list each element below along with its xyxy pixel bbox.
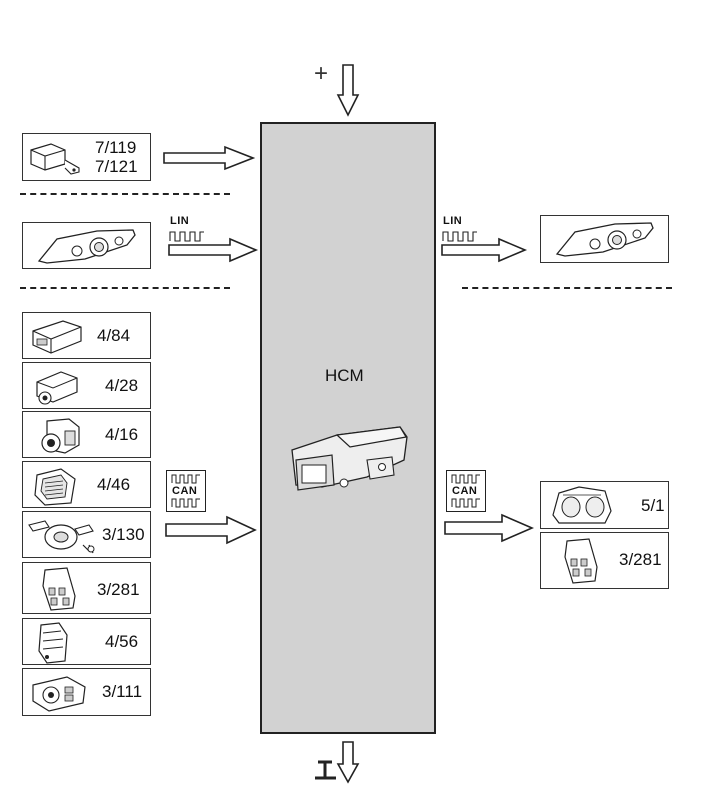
- relay-code-2: 7/121: [95, 157, 138, 176]
- control-module-icon: [32, 320, 82, 354]
- positive-symbol: +: [314, 60, 329, 87]
- input-can-item-4-84: 4/84: [22, 312, 151, 359]
- can-pulse-icon-output: [451, 474, 480, 484]
- switch-panel-icon: [564, 538, 598, 584]
- headlamp-icon: [555, 222, 654, 257]
- switch-panel-icon: [42, 567, 76, 611]
- input-can-item-4-56: 4/56: [22, 618, 151, 665]
- lin-label-output: LIN: [443, 215, 463, 227]
- hcm-unit-icon: [291, 426, 408, 491]
- input-can-item-3-111: 3/111: [22, 668, 151, 716]
- input-arrow-relay: [163, 145, 256, 171]
- relay-code-1: 7/119: [95, 138, 137, 157]
- input-can-item-4-28: 4/28: [22, 362, 151, 409]
- separator-left-1: [20, 193, 230, 195]
- input-can-code-4-16: 4/16: [105, 425, 139, 444]
- module-bracket-icon: [38, 622, 68, 664]
- relay-icon: [30, 143, 80, 175]
- ground-output-arrow: [315, 741, 360, 784]
- hcm-module: [260, 122, 436, 734]
- input-arrow-can: [165, 515, 257, 545]
- can-pulse-icon-input: [171, 474, 200, 484]
- can-label-output: CAN: [452, 485, 478, 497]
- lin-pulse-icon-input: [169, 231, 204, 242]
- output-can-item-5-1: 5/1: [540, 481, 669, 529]
- steering-lock-icon: [36, 371, 78, 405]
- power-input-arrow: [336, 64, 360, 117]
- output-arrow-can: [444, 513, 535, 543]
- steering-wheel-module-icon: [28, 520, 95, 554]
- lin-pulse-icon-output: [442, 231, 477, 242]
- output-headlamp-box: [540, 215, 669, 263]
- light-switch-icon: [32, 676, 86, 712]
- input-can-code-3-130: 3/130: [102, 525, 145, 544]
- output-can-item-3-281: 3/281: [540, 532, 669, 589]
- can-badge-input: CAN: [166, 470, 206, 512]
- input-can-code-4-46: 4/46: [97, 475, 131, 494]
- output-can-code-3-281: 3/281: [619, 550, 662, 569]
- instrument-cluster-icon: [552, 486, 612, 524]
- can-badge-output: CAN: [446, 470, 486, 512]
- input-can-item-4-46: 4/46: [22, 461, 151, 508]
- can-pulse-icon-input-2: [171, 498, 200, 508]
- input-can-item-4-16: 4/16: [22, 411, 151, 458]
- separator-right-1: [462, 287, 672, 289]
- input-can-code-4-28: 4/28: [105, 376, 139, 395]
- output-arrow-lin: [441, 237, 528, 263]
- can-label-input: CAN: [172, 485, 198, 497]
- input-can-code-4-84: 4/84: [97, 326, 131, 345]
- separator-left-2: [20, 287, 230, 289]
- input-can-code-4-56: 4/56: [105, 632, 139, 651]
- can-pulse-icon-output-2: [451, 498, 480, 508]
- input-can-code-3-281: 3/281: [97, 580, 140, 599]
- output-can-code-5-1: 5/1: [641, 496, 665, 515]
- headlamp-icon: [37, 229, 136, 264]
- input-can-code-3-111: 3/111: [102, 682, 143, 701]
- input-headlamp-box: [22, 222, 151, 269]
- input-can-item-3-281: 3/281: [22, 562, 151, 614]
- hcm-label: HCM: [325, 366, 364, 385]
- input-relay-box: 7/119 7/121: [22, 133, 151, 181]
- input-arrow-lin: [168, 237, 259, 263]
- input-can-item-3-130: 3/130: [22, 511, 151, 558]
- lin-label-input: LIN: [170, 215, 190, 227]
- ignition-switch-icon: [41, 418, 80, 454]
- engine-module-icon: [34, 468, 76, 506]
